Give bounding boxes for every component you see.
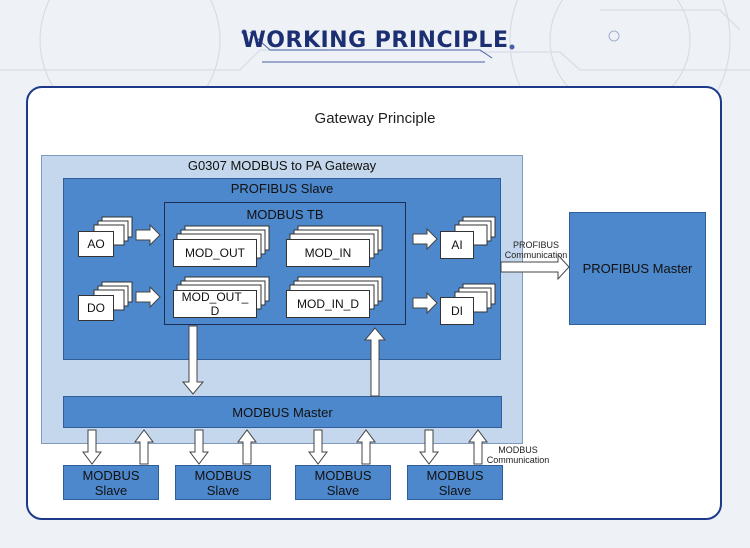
profibus-slave-label: PROFIBUS Slave: [230, 181, 334, 196]
mod-out-d-line1: MOD_OUT_: [181, 290, 249, 304]
modbus-tb-label: MODBUS TB: [246, 207, 324, 222]
modbus-slave-line1: MODBUS: [314, 467, 372, 483]
profibus-comm-line2: Communication: [504, 250, 568, 260]
arrow-slave-2-to-master: [237, 429, 257, 465]
diagram-subtitle: Gateway Principle: [314, 110, 436, 127]
arrow-master-up-to-tb: [363, 327, 387, 397]
mod-out-block: MOD_OUT: [173, 239, 257, 267]
mod-in-block: MOD_IN: [286, 239, 370, 267]
modbus-slave-line1: MODBUS: [82, 467, 140, 483]
modbus-slave-4: MODBUS Slave: [407, 465, 503, 500]
arrow-master-to-slave-2: [189, 429, 209, 465]
modbus-slave-line2: Slave: [438, 482, 472, 498]
modbus-communication-label: MODBUS Communication: [486, 445, 550, 465]
modbus-comm-line2: Communication: [486, 455, 550, 465]
modbus-slave-line1: MODBUS: [426, 467, 484, 483]
profibus-communication-label: PROFIBUS Communication: [500, 240, 572, 260]
modbus-slave-line2: Slave: [94, 482, 128, 498]
page-title: WORKING PRINCIPLE: [241, 28, 509, 53]
arrow-do-to-tb: [135, 285, 161, 309]
di-block: DI: [440, 297, 474, 325]
arrow-to-profibus-master: [500, 253, 570, 281]
mod-out-d-block: MOD_OUT_ D: [173, 290, 257, 318]
arrow-tb-down-to-master: [181, 325, 205, 395]
arrow-master-to-slave-4: [419, 429, 439, 465]
profibus-comm-line1: PROFIBUS: [512, 240, 559, 250]
modbus-comm-line1: MODBUS: [498, 445, 538, 455]
arrow-tb-to-di: [412, 291, 438, 315]
profibus-master-block: PROFIBUS Master: [569, 212, 706, 325]
profibus-slave-block: [63, 178, 501, 360]
arrow-master-to-slave-1: [82, 429, 102, 465]
gateway-label: G0307 MODBUS to PA Gateway: [187, 158, 377, 173]
modbus-slave-line2: Slave: [326, 482, 360, 498]
do-block: DO: [78, 295, 114, 321]
arrow-slave-3-to-master: [356, 429, 376, 465]
modbus-tb-frame: [164, 202, 406, 325]
mod-in-d-block: MOD_IN_D: [286, 290, 370, 318]
arrow-tb-to-ai: [412, 227, 438, 251]
modbus-master-block: MODBUS Master: [63, 396, 502, 428]
modbus-slave-1: MODBUS Slave: [63, 465, 159, 500]
arrow-slave-4-to-master: [468, 429, 488, 465]
arrow-master-to-slave-3: [308, 429, 328, 465]
modbus-slave-3: MODBUS Slave: [295, 465, 391, 500]
modbus-slave-2: MODBUS Slave: [175, 465, 271, 500]
mod-out-d-line2: D: [210, 304, 220, 318]
arrow-slave-1-to-master: [134, 429, 154, 465]
arrow-ao-to-tb: [135, 223, 161, 247]
modbus-slave-line1: MODBUS: [194, 467, 252, 483]
ai-block: AI: [440, 231, 474, 259]
ao-block: AO: [78, 231, 114, 257]
modbus-slave-line2: Slave: [206, 482, 240, 498]
